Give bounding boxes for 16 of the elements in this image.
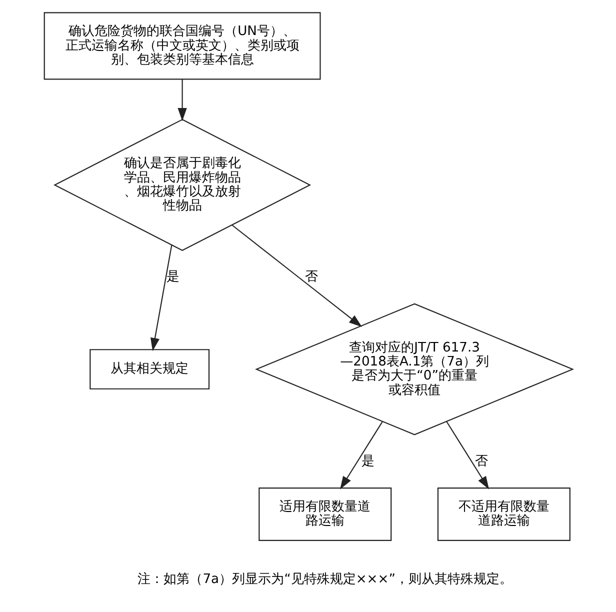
node-box: 从其相关规定 [89, 349, 210, 390]
label: 注：如第（7a）列显示为“见特殊规定×××”，则从其特殊规定。 [137, 572, 512, 588]
edge-label: 否 [304, 269, 318, 284]
node-box: 适用有限数量道路运输 [258, 488, 392, 541]
arrow [150, 245, 172, 352]
arrow [340, 421, 382, 490]
arrow [177, 79, 186, 122]
node-box: 确认危险货物的联合国编号（UN号）、正式运输名称（中文或英文）、类别或项别、包装类别等基本信息 [43, 12, 320, 80]
node-diamond: 确认是否属于剧毒化学品、民用爆炸物品、烟花爆竹以及放射性物品 [53, 118, 311, 251]
arrow [231, 224, 362, 327]
edge-label: 是 [361, 454, 374, 469]
edge-label: 否 [474, 454, 488, 469]
node-box: 不适用有限数量道路运输 [436, 488, 570, 541]
node-diamond: 查询对应的JT/T 617.3—2018表A.1第（7a）列是否为大于“0”的重量或容积值 [254, 303, 574, 436]
edge-label: 是 [166, 269, 180, 284]
arrow [446, 421, 489, 490]
